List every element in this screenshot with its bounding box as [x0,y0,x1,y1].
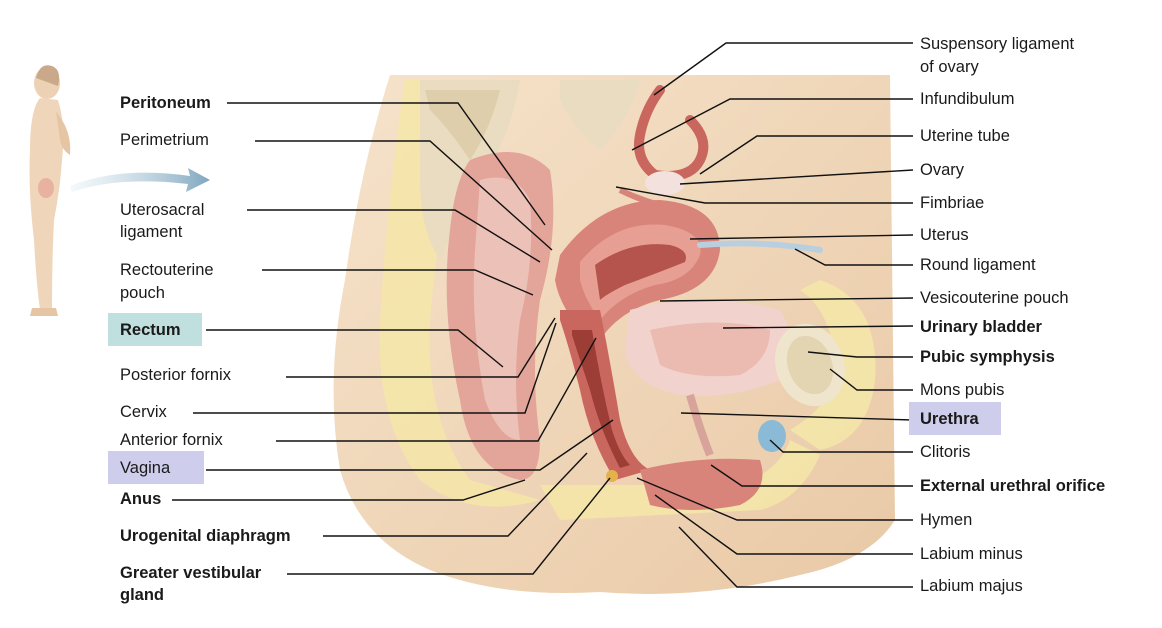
leader-lines-right [615,42,914,588]
label-cervix: Cervix [120,403,167,421]
label-vagina: Vagina [120,459,171,477]
label-urinary-bladder: Urinary bladder [920,318,1042,336]
label-infundibulum: Infundibulum [920,90,1015,108]
uterus-organ [555,200,720,480]
label-fimbriae: Fimbriae [920,194,985,212]
label-uterine-tube: Uterine tube [920,127,1010,145]
bladder-organ [625,300,790,457]
label-rectouterine: Rectouterine [120,261,214,279]
label-anterior-fornix: Anterior fornix [120,431,223,449]
label-uterosacral-2: ligament [120,223,183,241]
label-round-ligament: Round ligament [920,256,1036,274]
arrow-icon [70,168,210,192]
label-posterior-fornix: Posterior fornix [120,366,231,384]
label-labium-minus: Labium minus [920,545,1023,563]
labia [640,458,763,510]
label-hymen: Hymen [920,511,973,529]
label-rectum: Rectum [120,321,181,339]
label-greater-vestibular: Greater vestibular [120,564,262,582]
label-peritoneum: Peritoneum [120,94,211,112]
rectum-organ [446,152,554,480]
label-suspensory-ligament: Suspensory ligament [920,35,1075,53]
label-clitoris: Clitoris [920,443,971,461]
label-pubic-symphysis: Pubic symphysis [920,348,1055,366]
pubic-bone [774,323,846,407]
label-vesicouterine-pouch: Vesicouterine pouch [920,289,1069,307]
rectum-highlight [108,313,202,346]
uterine-tube [618,85,709,208]
label-anus: Anus [120,490,162,508]
vagina-highlight [108,451,204,484]
label-urogenital-diaphragm: Urogenital diaphragm [120,527,291,545]
urethra-highlight [909,402,1001,435]
label-suspensory-ligament-2: of ovary [920,58,979,76]
label-external-urethral-orifice: External urethral orifice [920,477,1106,495]
label-uterosacral: Uterosacral [120,201,205,219]
label-perimetrium: Perimetrium [120,131,209,149]
label-ovary: Ovary [920,161,965,179]
label-urethra: Urethra [920,410,979,428]
round-ligament [697,240,823,253]
label-rectouterine-2: pouch [120,284,165,302]
clitoris-organ [758,420,786,452]
label-uterus: Uterus [920,226,969,244]
leader-lines-left [172,102,614,575]
label-mons-pubis: Mons pubis [920,381,1005,399]
label-greater-vestibular-2: gland [120,586,164,604]
figure-thumbnail [29,65,71,316]
label-labium-majus: Labium majus [920,577,1023,595]
